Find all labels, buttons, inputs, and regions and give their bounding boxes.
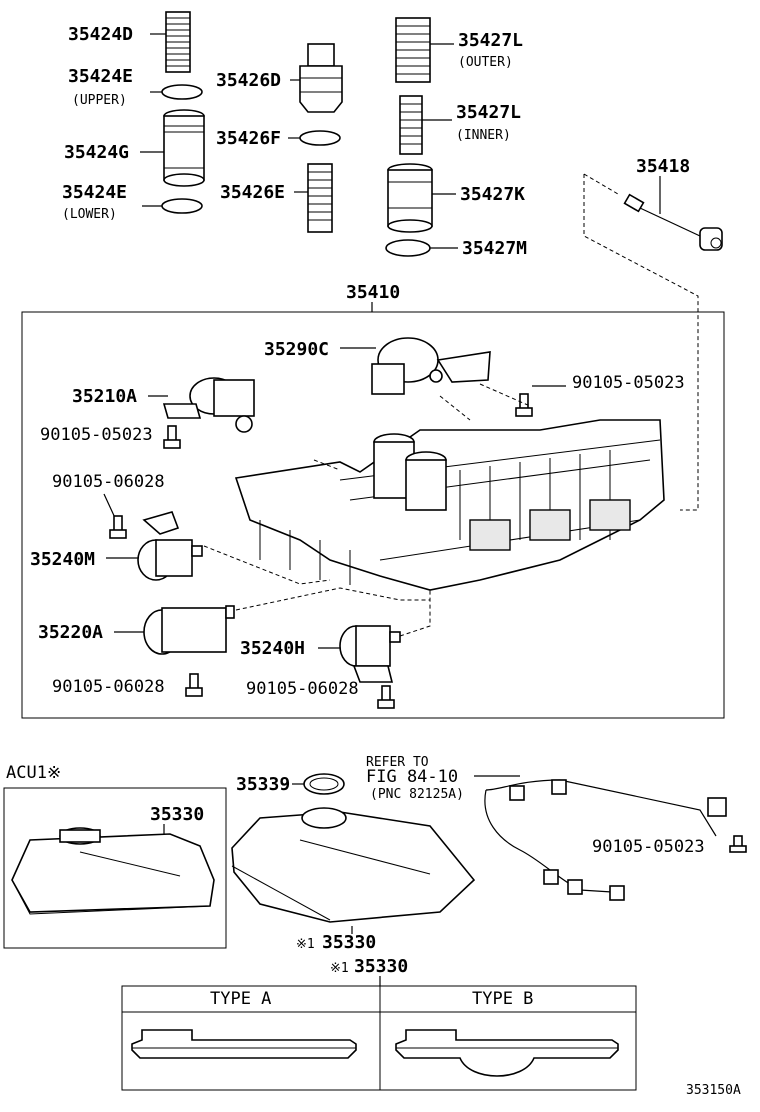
valve-body-35410: [234, 419, 665, 591]
pipe-35418: [623, 193, 723, 251]
label-35240h: 35240H: [240, 638, 305, 659]
bolt-icon: [109, 515, 127, 539]
wire-harness: [484, 779, 727, 901]
label-35427l-outer: 35427L: [458, 30, 523, 51]
pan-type-b: [395, 1029, 619, 1077]
oil-pan-35330: [231, 807, 476, 923]
label-35330-acu: 35330: [150, 804, 204, 825]
sleeve-35427k: [387, 163, 433, 233]
note-upper: (UPPER): [72, 93, 127, 108]
label-35426e: 35426E: [220, 182, 285, 203]
oring-35424e-upper: [161, 84, 203, 100]
bolt-icon: [515, 393, 533, 417]
acu1-frame: [3, 787, 227, 949]
label-35240m: 35240M: [30, 549, 95, 570]
valve-body-frame: [21, 311, 725, 719]
label-35210a: 35210A: [72, 386, 137, 407]
type-a-header: TYPE A: [210, 989, 271, 1009]
gasket-35339: [303, 773, 345, 795]
label-35290c: 35290C: [264, 339, 329, 360]
valve-35426d: [299, 43, 343, 113]
label-35424e-lower: 35424E: [62, 182, 127, 203]
bolt-icon: [185, 673, 203, 697]
note-mark-1: ※1: [296, 937, 315, 952]
refer-line-3: (PNC 82125A): [370, 787, 464, 802]
note-lower: (LOWER): [62, 207, 117, 222]
label-35220a: 35220A: [38, 622, 103, 643]
solenoid-35240h: [339, 625, 401, 683]
label-bolt-f: 90105-05023: [592, 837, 705, 857]
label-35410: 35410: [346, 282, 400, 303]
label-bolt-a: 90105-05023: [572, 373, 685, 393]
solenoid-35290c: [371, 337, 491, 395]
label-35424e-upper: 35424E: [68, 66, 133, 87]
solenoid-35210a: [162, 377, 255, 433]
refer-line-1: REFER TO: [366, 755, 429, 770]
label-35427l-inner: 35427L: [456, 102, 521, 123]
note-outer: (OUTER): [458, 55, 513, 70]
pan-type-a: [131, 1029, 357, 1059]
type-b-header: TYPE B: [472, 989, 533, 1009]
solenoid-35220a: [143, 605, 235, 655]
spring-35427l-inner: [399, 95, 423, 155]
refer-line-2: FIG 84-10: [366, 767, 458, 787]
label-35427k: 35427K: [460, 184, 525, 205]
oring-35427m: [385, 239, 431, 257]
note-mark-2: ※1: [330, 961, 349, 976]
label-35424d: 35424D: [68, 24, 133, 45]
label-35427m: 35427M: [462, 238, 527, 259]
label-35330-main: 35330: [322, 932, 376, 953]
label-35424g: 35424G: [64, 142, 129, 163]
label-bolt-b: 90105-05023: [40, 425, 153, 445]
bolt-icon: [163, 425, 181, 449]
label-35426d: 35426D: [216, 70, 281, 91]
spring-35426e: [307, 163, 333, 233]
figure-code: 353150A: [686, 1083, 741, 1098]
label-35330-types: 35330: [354, 956, 408, 977]
label-bolt-d: 90105-06028: [52, 677, 165, 697]
oring-35424e-lower: [161, 198, 203, 214]
label-bolt-c: 90105-06028: [52, 472, 165, 492]
pan-acu1: [11, 827, 215, 915]
spring-35424d: [165, 11, 191, 73]
label-acu1: ACU1※: [6, 763, 61, 783]
bolt-icon: [377, 685, 395, 709]
note-inner: (INNER): [456, 128, 511, 143]
sleeve-35424g: [163, 109, 205, 187]
spring-35427l-outer: [395, 17, 431, 83]
label-35426f: 35426F: [216, 128, 281, 149]
label-35339: 35339: [236, 774, 290, 795]
type-table: [121, 985, 637, 1091]
label-bolt-e: 90105-06028: [246, 679, 359, 699]
bolt-icon: [729, 835, 747, 853]
solenoid-35240m: [137, 511, 203, 581]
label-35418: 35418: [636, 156, 690, 177]
oring-35426f: [299, 130, 341, 146]
